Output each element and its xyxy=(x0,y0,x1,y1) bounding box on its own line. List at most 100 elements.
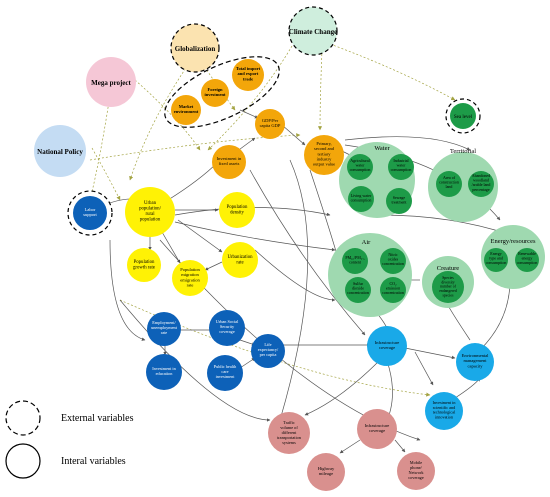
globalization-node[interactable]: Globalization xyxy=(170,23,220,73)
mega-project-label: Mega project xyxy=(91,79,131,87)
climate-change-node[interactable]: Climate Change xyxy=(288,6,338,56)
legend-external-label: External variables xyxy=(61,413,134,424)
connector-urban-to-investment xyxy=(167,161,219,201)
connector-climate-to-industry xyxy=(317,49,323,131)
climate-change-label: Climate Change xyxy=(289,28,337,36)
connector-infra-to-traffic xyxy=(304,359,381,416)
connector-gdp-to-traffic xyxy=(279,159,309,421)
globalization-label: Globalization xyxy=(175,45,216,53)
connector-infra-to-environment xyxy=(404,347,456,360)
connector-infra-to-highway xyxy=(339,439,361,454)
sea-level-node[interactable]: Sea level xyxy=(445,98,481,134)
legend-internal: Interal variables xyxy=(5,443,126,479)
connector-infra-to-mobile xyxy=(394,439,406,453)
connector-urban-to-urbanization xyxy=(177,219,223,253)
connector-globalization-to-urban xyxy=(129,61,191,181)
connector-climate-to-investment xyxy=(207,45,293,151)
legend-external-symbol xyxy=(5,400,41,436)
connector-scientific-to-environment xyxy=(454,377,481,399)
national-policy-node[interactable]: National Policy xyxy=(34,125,86,177)
connector-environment-to-energy xyxy=(479,279,512,351)
sea-level-label: Sea level xyxy=(454,115,473,120)
legend: External variables Interal variables xyxy=(5,400,134,479)
creature-label: Creature xyxy=(437,265,459,272)
connector-policy-to-urban xyxy=(91,147,121,201)
mega-project-node[interactable]: Mega project xyxy=(86,57,136,107)
connector-health-to-life xyxy=(239,357,256,369)
connector-investment-to-infrastructure xyxy=(249,169,366,336)
connector-labor-to-employment xyxy=(109,239,146,341)
territorial-label: Territorial xyxy=(450,148,476,155)
connector-industry-to-air xyxy=(309,169,341,266)
national-policy-label: National Policy xyxy=(37,148,83,156)
